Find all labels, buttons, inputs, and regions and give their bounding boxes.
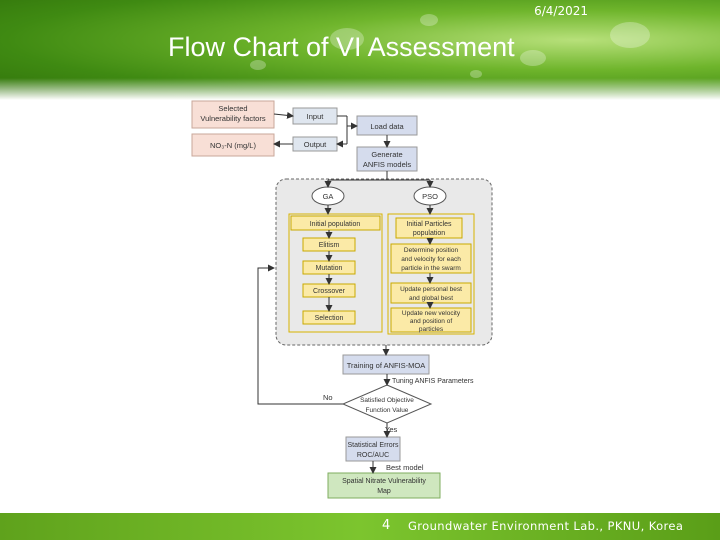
ga-label: GA	[323, 192, 334, 201]
selected-factors-line2: Vulnerability factors	[200, 114, 265, 123]
slide-title: Flow Chart of VI Assessment	[168, 32, 515, 62]
training-label: Training of ANFIS-MOA	[347, 361, 426, 370]
decision-line1: Satisfied Objective	[360, 397, 414, 404]
pso-step-label: Determine position	[404, 247, 459, 254]
map-line2: Map	[377, 488, 391, 495]
pso-step-label: particle in the swarm	[401, 265, 461, 272]
load-data-label: Load data	[370, 122, 404, 131]
ga-step-label: Initial population	[310, 221, 361, 228]
pso-step-label: Update personal best	[400, 286, 462, 293]
no-label: No	[323, 393, 333, 402]
pso-step-label: and global best	[409, 295, 453, 302]
stat-line1: Statistical Errors	[348, 442, 399, 449]
output-label: Output	[304, 140, 327, 149]
ga-step-box	[290, 215, 381, 231]
selected-factors-line1: Selected	[218, 104, 247, 113]
generate-line1: Generate	[371, 150, 402, 159]
pso-step-box	[390, 243, 472, 274]
date: 6/4/2021	[534, 4, 588, 18]
ga-step-label: Crossover	[313, 288, 346, 295]
water-drop	[610, 22, 650, 48]
pso-step-label: Update new velocity	[402, 310, 461, 317]
water-drop	[470, 70, 482, 78]
pso-step-label: population	[413, 230, 445, 237]
stat-errors-box	[345, 436, 401, 462]
map-line1: Spatial Nitrate Vulnerability	[342, 478, 426, 485]
map-box	[327, 472, 441, 499]
pso-step-label: and velocity for each	[401, 256, 461, 263]
water-drop	[330, 28, 364, 50]
input-label: Input	[307, 112, 325, 121]
no3-label: NO₃-N (mg/L)	[210, 141, 256, 150]
tuning-label: Tuning ANFIS Parameters	[392, 378, 474, 385]
lab-name: Groundwater Environment Lab., PKNU, Kore…	[408, 519, 684, 533]
stat-line2: ROC/AUC	[357, 452, 389, 459]
generate-line2: ANFIS models	[363, 160, 412, 169]
pso-step-box	[390, 307, 472, 333]
pso-step-label: Initial Particles	[406, 221, 452, 228]
yes-label: Yes	[385, 425, 397, 434]
ga-step-label: Selection	[315, 315, 344, 322]
ga-column	[288, 213, 383, 333]
decision-line2: Function Value	[366, 407, 409, 414]
selected-factors-box	[191, 100, 275, 129]
water-drop	[520, 50, 546, 66]
page-number: 4	[382, 518, 391, 533]
water-drop	[250, 60, 266, 70]
best-model-label: Best model	[386, 463, 424, 472]
decision-node	[341, 384, 433, 424]
header-fade	[0, 78, 720, 100]
footer-bar: 4 Groundwater Environment Lab., PKNU, Ko…	[0, 513, 720, 540]
ga-step-label: Elitism	[319, 242, 340, 249]
pso-step-label: and position of	[410, 318, 452, 325]
pso-step-label: particles	[419, 326, 444, 333]
header-banner: 6/4/2021 Flow Chart of VI Assessment	[0, 0, 720, 100]
ga-step-label: Mutation	[316, 265, 343, 272]
water-drop	[420, 14, 438, 26]
pso-label: PSO	[422, 192, 438, 201]
